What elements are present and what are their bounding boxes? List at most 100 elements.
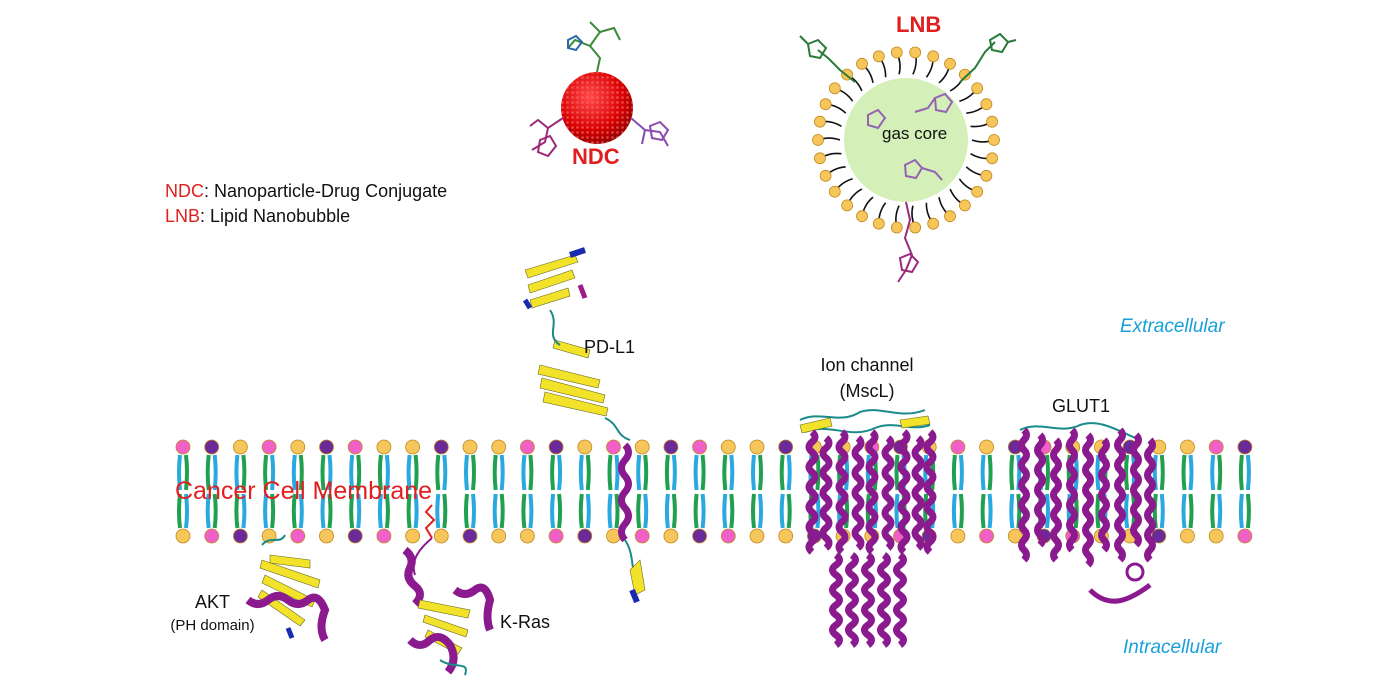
protein-helix xyxy=(893,552,907,648)
lipid-tail xyxy=(1045,454,1050,491)
lipid-tail xyxy=(270,454,276,491)
lipid-tail xyxy=(980,454,986,491)
lipid-tail xyxy=(758,454,763,491)
lipid-tail xyxy=(298,493,304,529)
lipid-head xyxy=(319,528,334,544)
lipid-head xyxy=(376,528,392,544)
glut1-protein xyxy=(1018,422,1156,604)
lipid-tail xyxy=(1188,454,1194,491)
lipid-head xyxy=(491,439,507,455)
lipid-tail xyxy=(585,493,591,529)
lipid-head xyxy=(950,528,966,544)
lipid-tail xyxy=(779,493,785,529)
lipid-tail xyxy=(1159,493,1165,529)
lipid-tail xyxy=(671,454,677,491)
lipid-tail xyxy=(1095,454,1101,491)
lnb-lipid-head xyxy=(944,210,956,223)
ion-channel-line2: (MscL) xyxy=(839,381,895,401)
legend-item-ndc: NDC: Nanoparticle-Drug Conjugate xyxy=(165,181,447,202)
lipid-head xyxy=(433,439,449,455)
lipid-head xyxy=(1007,528,1023,544)
lnb-lipid-head xyxy=(814,152,826,165)
lipid-tail xyxy=(327,493,333,529)
protein-helix xyxy=(845,552,859,648)
lipid-tail xyxy=(1181,493,1187,529)
lnb-lipid-head xyxy=(927,50,940,63)
lipid-tail xyxy=(980,493,986,529)
lipid-tail xyxy=(607,454,613,491)
lipid-tail xyxy=(492,493,498,529)
protein-helix xyxy=(911,435,925,551)
lipid-tail xyxy=(442,493,448,529)
lipid-tail xyxy=(614,493,620,529)
lipid-head xyxy=(663,439,679,455)
lipid-head xyxy=(663,528,679,544)
lipid-tail xyxy=(636,493,642,529)
akt-protein xyxy=(245,534,330,643)
lipid-tail xyxy=(1238,493,1244,529)
lipid-head xyxy=(1180,439,1195,455)
lnb-lipid-head xyxy=(980,98,993,111)
lipid-tail xyxy=(464,493,469,529)
protein-helix xyxy=(877,552,891,648)
lipid-tail xyxy=(1245,454,1251,491)
lipid-tail xyxy=(1009,454,1015,491)
lipid-tail xyxy=(951,454,957,491)
legend-text: : Nanoparticle-Drug Conjugate xyxy=(204,181,448,201)
lipid-head xyxy=(175,528,191,544)
protein-helix xyxy=(1130,432,1142,548)
lipid-tail xyxy=(349,454,355,491)
lipid-tail xyxy=(958,493,964,529)
lipid-tail xyxy=(643,454,649,491)
lipid-tail xyxy=(499,454,505,491)
lipid-head xyxy=(778,528,794,544)
lipid-tail xyxy=(958,454,964,491)
lipid-tail xyxy=(413,493,419,529)
lipid-tail xyxy=(578,493,584,529)
lipid-head xyxy=(749,528,765,544)
lipid-head xyxy=(577,528,593,544)
akt-line1: AKT xyxy=(194,592,230,612)
lnb-label: LNB xyxy=(896,12,942,37)
akt-line2: (PH domain) xyxy=(170,617,255,634)
lipid-tail xyxy=(700,454,706,491)
lipid-head xyxy=(1180,528,1195,544)
lipid-head xyxy=(1237,528,1253,544)
lipid-tail xyxy=(557,454,563,491)
lipid-head xyxy=(261,439,277,455)
lipid-tail xyxy=(177,493,182,529)
legend-abbr: NDC xyxy=(165,181,204,201)
lnb-lipid-head xyxy=(980,169,993,182)
lipid-head xyxy=(520,528,535,544)
lipid-tail xyxy=(464,454,469,491)
lipid-tail xyxy=(951,493,957,529)
lipid-tail xyxy=(406,454,412,491)
lipid-tail xyxy=(1210,493,1216,529)
lipid-tail xyxy=(356,493,362,529)
lipid-tail xyxy=(1217,454,1223,491)
lipid-tail xyxy=(471,493,476,529)
lnb-lipid-head xyxy=(958,199,971,212)
legend-item-lnb: LNB: Lipid Nanobubble xyxy=(165,206,447,227)
lnb-lipid-head xyxy=(856,57,868,70)
lipid-tail xyxy=(184,493,189,529)
lipid-tail xyxy=(1009,493,1015,529)
lipid-head xyxy=(979,439,994,455)
lipid-tail xyxy=(779,454,785,491)
lnb-lipid-head xyxy=(986,152,998,165)
legend-text: : Lipid Nanobubble xyxy=(200,206,351,226)
lipid-head xyxy=(979,528,994,544)
lipid-head xyxy=(548,528,564,544)
lnb-lipid-head xyxy=(872,217,885,230)
lipid-tail xyxy=(607,493,613,529)
lnb-lipid-head xyxy=(909,221,922,234)
lipid-tail xyxy=(320,493,326,529)
lipid-head xyxy=(720,528,736,544)
lipid-head xyxy=(462,439,478,455)
lipid-head xyxy=(720,439,736,455)
lipid-tail xyxy=(521,493,527,529)
lipid-tail xyxy=(894,493,900,529)
lipid-tail xyxy=(384,493,390,529)
ion-channel-line1: Ion channel xyxy=(820,355,914,375)
